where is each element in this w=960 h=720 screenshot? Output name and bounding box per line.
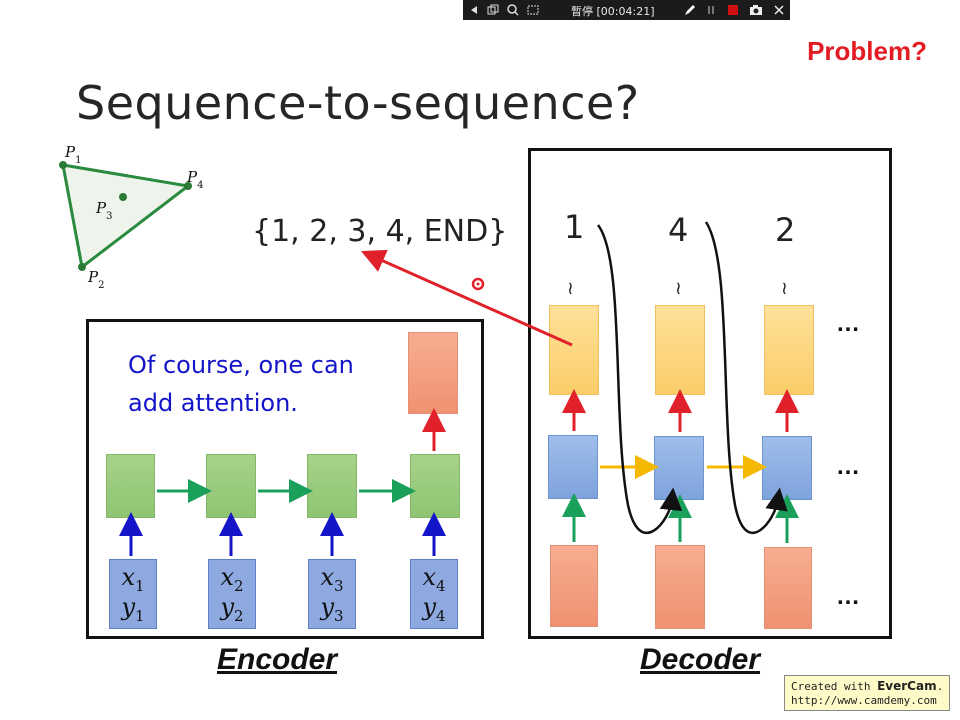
cursor-marker [471, 277, 485, 291]
decoder-frame [528, 148, 892, 639]
label-p1: P1 [65, 143, 82, 166]
encoder-hidden-4 [410, 454, 460, 518]
encoder-hidden-1 [106, 454, 155, 518]
decoder-output-2: 4 [668, 211, 689, 249]
label-p4: P4 [187, 168, 204, 191]
exit-icon[interactable] [773, 3, 785, 17]
slide-title: Sequence-to-sequence? [76, 76, 640, 130]
sample-tilde-2: ≀ [675, 278, 682, 299]
decoder-hidden-2 [654, 436, 704, 500]
pause-icon[interactable] [706, 3, 716, 17]
region-icon[interactable] [527, 3, 539, 17]
encoder-input-4: x4 y4 [410, 559, 458, 629]
encoder-frame [86, 319, 484, 639]
point-p1 [59, 161, 67, 169]
encoder-output-block [408, 332, 458, 414]
pen-icon[interactable] [683, 3, 697, 17]
zoom-icon[interactable] [507, 3, 519, 17]
decoder-output-dist-2 [655, 305, 705, 395]
close-icon[interactable] [469, 3, 479, 17]
output-set: {1, 2, 3, 4, END} [252, 214, 508, 249]
sample-tilde-1: ≀ [567, 278, 574, 299]
point-p3 [119, 193, 127, 201]
stop-icon[interactable] [727, 3, 739, 17]
sample-tilde-3: ≀ [781, 278, 788, 299]
point-p2 [78, 263, 86, 271]
camera-icon[interactable] [749, 3, 763, 17]
decoder-hidden-3 [762, 436, 812, 500]
decoder-hidden-1 [548, 435, 598, 499]
recording-status: 暫停 [00:04:21] [571, 5, 655, 18]
restore-icon[interactable] [487, 3, 499, 17]
encoder-input-3: x3 y3 [308, 559, 356, 629]
ellipsis-inputs: … [836, 583, 860, 610]
encoder-hidden-2 [206, 454, 256, 518]
evercam-credit[interactable]: Created with EverCam. http://www.camdemy… [784, 675, 950, 711]
encoder-input-1: x1 y1 [109, 559, 157, 629]
attention-note: Of course, one can add attention. [128, 351, 354, 417]
decoder-output-dist-1 [549, 305, 599, 395]
decoder-label: Decoder [640, 643, 761, 676]
encoder-hidden-3 [307, 454, 357, 518]
ellipsis-outputs: … [836, 310, 860, 337]
decoder-input-2 [655, 545, 705, 629]
decoder-output-1: 1 [564, 208, 585, 246]
problem-label: Problem? [807, 36, 927, 66]
label-p3: P3 [96, 199, 113, 222]
recorder-toolbar: 暫停 [00:04:21] [463, 0, 790, 20]
triangle-figure [59, 161, 192, 271]
decoder-output-dist-3 [764, 305, 814, 395]
decoder-output-3: 2 [775, 211, 796, 249]
encoder-label: Encoder [217, 643, 338, 676]
ellipsis-hidden: … [836, 453, 860, 480]
label-p2: P2 [88, 268, 105, 291]
decoder-input-1 [550, 545, 598, 627]
point-p4 [184, 182, 192, 190]
decoder-input-3 [764, 547, 812, 629]
encoder-input-2: x2 y2 [208, 559, 256, 629]
